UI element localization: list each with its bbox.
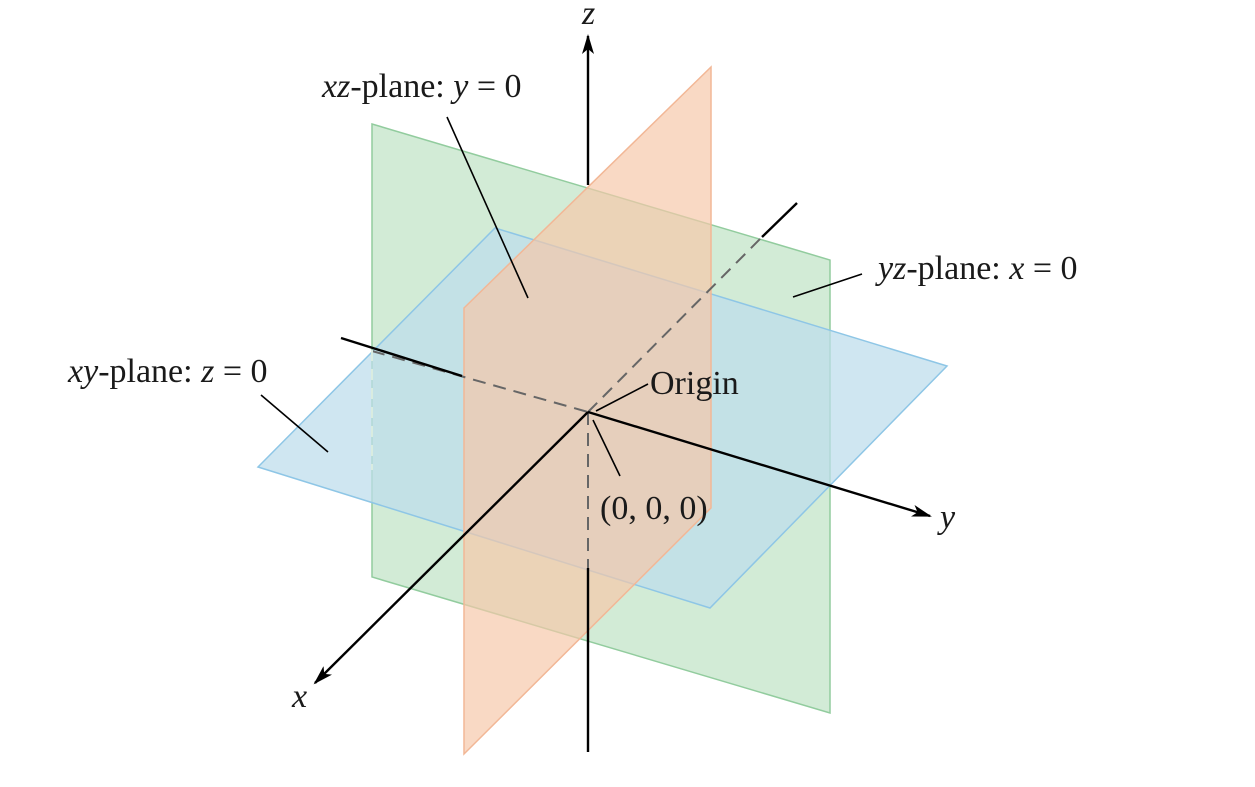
- x-axis-hidden: [371, 350, 589, 413]
- origin-leader: [595, 383, 649, 412]
- x-axis-back: [340, 336, 463, 378]
- xz-plane: [463, 65, 712, 756]
- origin-label: Origin: [650, 365, 739, 402]
- xz-plane-label: xz-plane: y = 0: [321, 68, 522, 105]
- y-axis: [587, 410, 932, 518]
- coords-leader: [592, 419, 621, 477]
- z-axis-label: z: [581, 0, 595, 32]
- y-axis-back: [761, 202, 798, 238]
- xy-plane-leader: [260, 394, 329, 453]
- xz-plane-leader: [446, 116, 529, 299]
- yz-plane-leader: [792, 273, 863, 298]
- y-axis-label: y: [937, 499, 956, 536]
- xy-plane-label: xy-plane: z = 0: [67, 353, 268, 390]
- x-axis-label: x: [291, 678, 307, 715]
- origin-coordinates-label: (0, 0, 0): [600, 490, 708, 527]
- x-axis: [313, 411, 589, 685]
- yz-plane-label: yz-plane: x = 0: [875, 250, 1078, 287]
